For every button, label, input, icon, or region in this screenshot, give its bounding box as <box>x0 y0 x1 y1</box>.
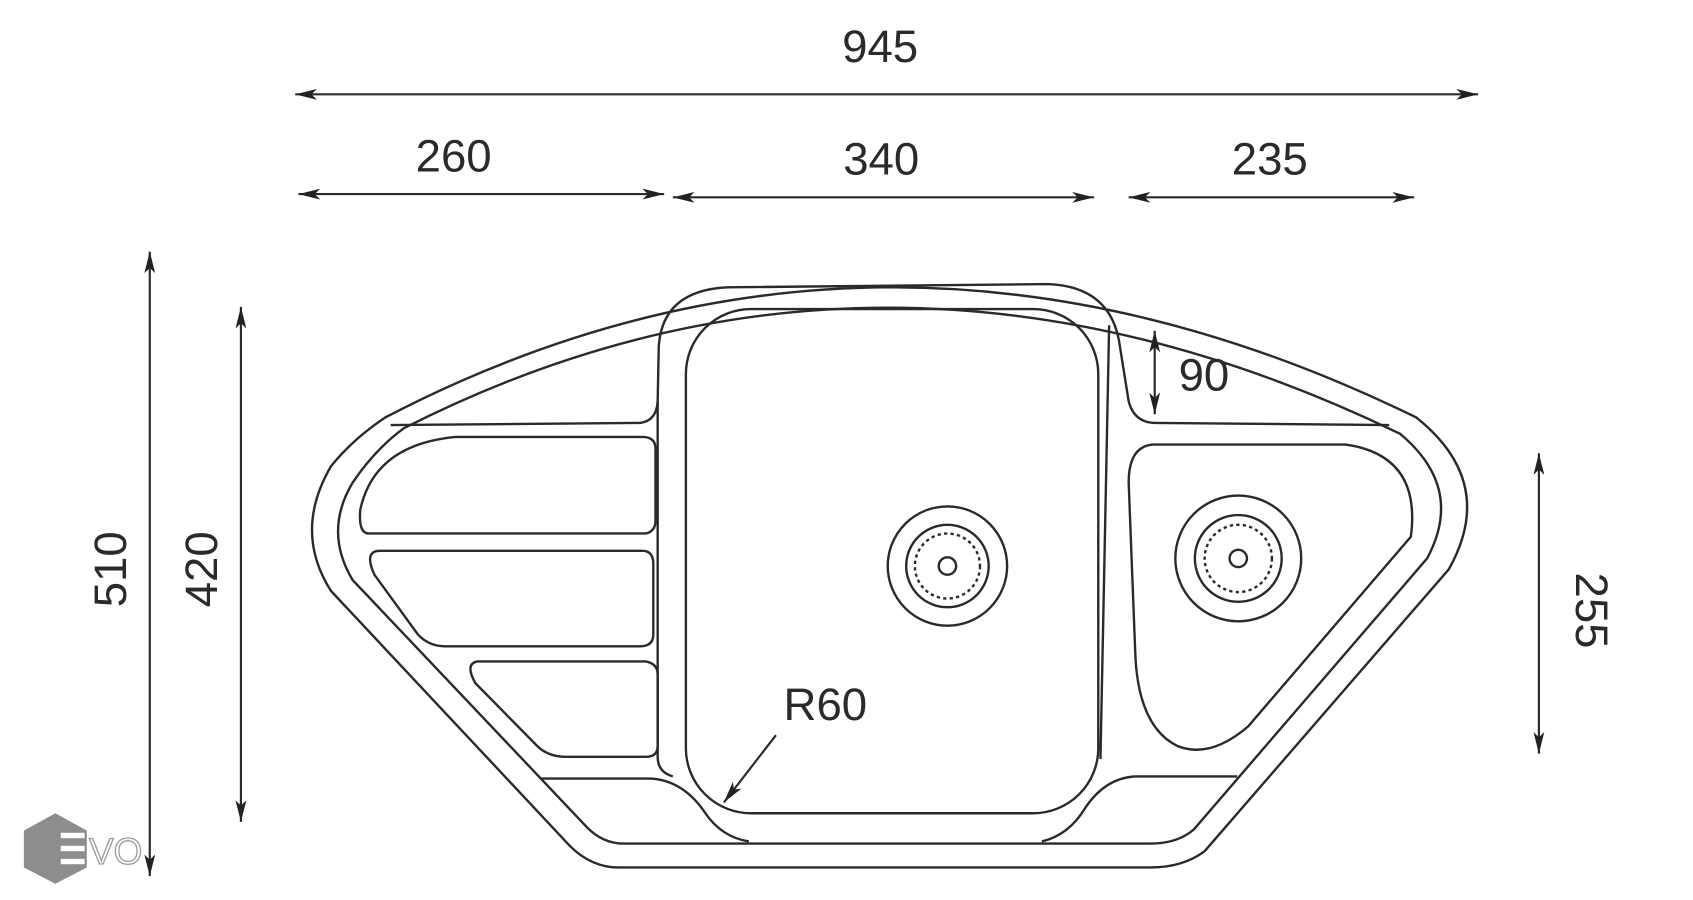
dim-label-510: 510 <box>85 531 136 607</box>
bowl-surround <box>390 282 1390 427</box>
main-bowl <box>684 307 1100 815</box>
dim-label-235: 235 <box>1232 134 1308 185</box>
outer-rim <box>310 286 1469 869</box>
dim-label-r60: R60 <box>784 679 868 730</box>
small-bowl <box>1127 443 1414 751</box>
dim-label-260: 260 <box>416 130 492 181</box>
dim-label-255: 255 <box>1566 572 1617 648</box>
main-drain <box>886 505 1009 627</box>
radius-leader <box>723 734 777 804</box>
surround-right-edge <box>1099 325 1111 760</box>
drainer-groove-2 <box>368 549 655 648</box>
drainer-groove-3 <box>469 660 659 759</box>
small-drain <box>1174 494 1303 623</box>
surround-left-edge <box>656 401 674 778</box>
dim-label-340: 340 <box>843 134 919 185</box>
drainer-groove-1 <box>358 435 657 535</box>
dim-label-90: 90 <box>1179 349 1230 400</box>
evo-logo: VO <box>23 813 143 884</box>
dim-label-420: 420 <box>176 531 227 607</box>
svg-text:VO: VO <box>89 831 142 872</box>
dim-label-945: 945 <box>842 21 918 72</box>
bowl-surround-lower <box>540 775 1238 843</box>
